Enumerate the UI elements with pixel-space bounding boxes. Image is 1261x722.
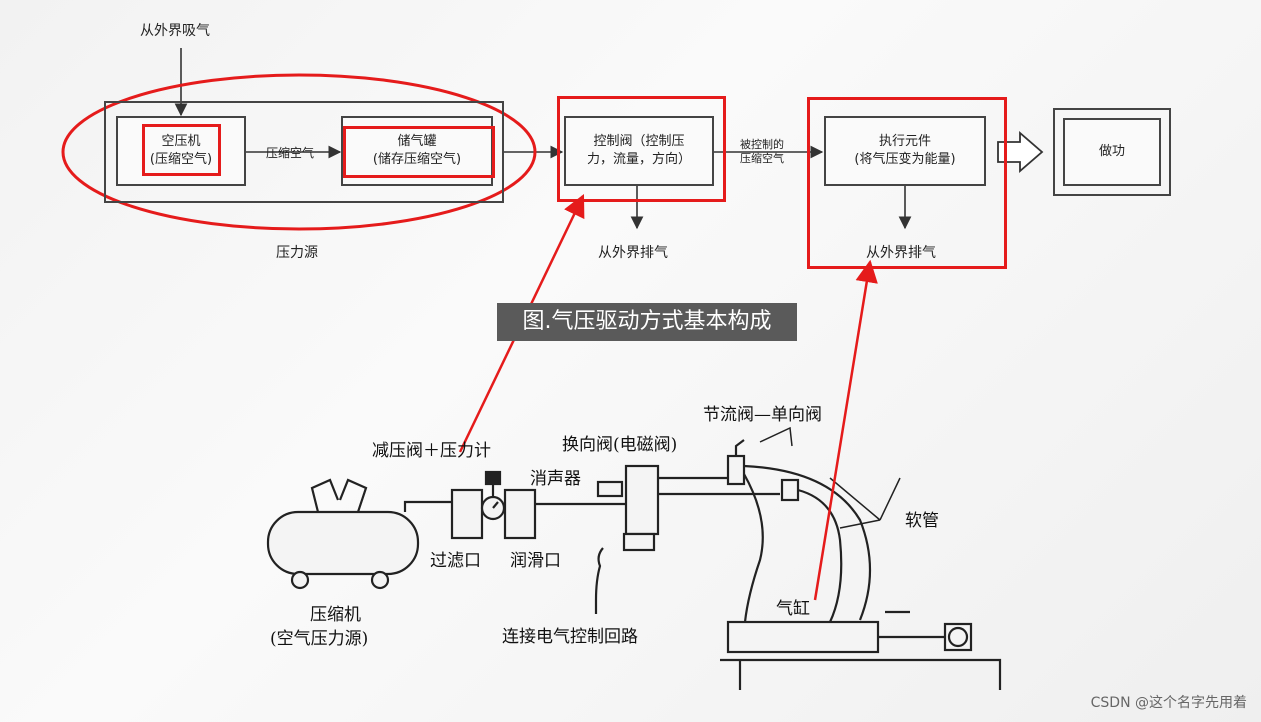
controlled-air-label: 被控制的 压缩空气 (740, 138, 784, 165)
directional-valve-label: 换向阀(电磁阀) (562, 435, 678, 455)
exhaust-label-2: 从外界排气 (866, 245, 936, 261)
filter-label: 过滤口 (430, 551, 481, 571)
tank-highlight (343, 126, 495, 178)
exhaust-label-1: 从外界排气 (598, 245, 668, 261)
intake-label: 从外界吸气 (140, 23, 210, 39)
hose-label: 软管 (905, 511, 939, 531)
electric-loop-label: 连接电气控制回路 (502, 627, 638, 647)
figure-caption: 图.气压驱动方式基本构成 (497, 303, 797, 341)
actuator-text: 执行元件 (将气压变为能量) (854, 134, 956, 167)
work-box: 做功 (1063, 118, 1161, 186)
compressor-box-text: 空压机 (压缩空气) (149, 134, 213, 167)
pressure-source-label: 压力源 (276, 245, 318, 261)
work-text: 做功 (1098, 144, 1125, 159)
pneumatic-sketch (266, 426, 1002, 690)
control-valve-highlight (557, 96, 726, 202)
compressor-highlight (142, 124, 221, 176)
control-valve-text: 控制阀（控制压 力，流量，方向） (586, 134, 691, 167)
pressure-source-frame (104, 101, 504, 203)
actuator-box: 执行元件 (将气压变为能量) (824, 116, 986, 186)
lubricator-label: 润滑口 (510, 551, 561, 571)
reducing-valve-label: 减压阀＋压力计 (372, 441, 491, 461)
tank-box-text: 储气罐 (储存压缩空气) (372, 134, 462, 167)
compressor-sub-label: (空气压力源) (270, 629, 369, 649)
control-valve-box: 控制阀（控制压 力，流量，方向） (564, 116, 714, 186)
cylinder-label: 气缸 (776, 599, 810, 619)
work-box-outer (1053, 108, 1171, 196)
actuator-highlight (807, 97, 1007, 269)
compressor-label: 压缩机 (310, 605, 361, 625)
watermark: CSDN @这个名字先用着 (1090, 695, 1247, 711)
compressed-air-label: 压缩空气 (266, 146, 315, 160)
throttle-check-label: 节流阀—单向阀 (703, 405, 822, 425)
muffler-label: 消声器 (530, 469, 581, 489)
